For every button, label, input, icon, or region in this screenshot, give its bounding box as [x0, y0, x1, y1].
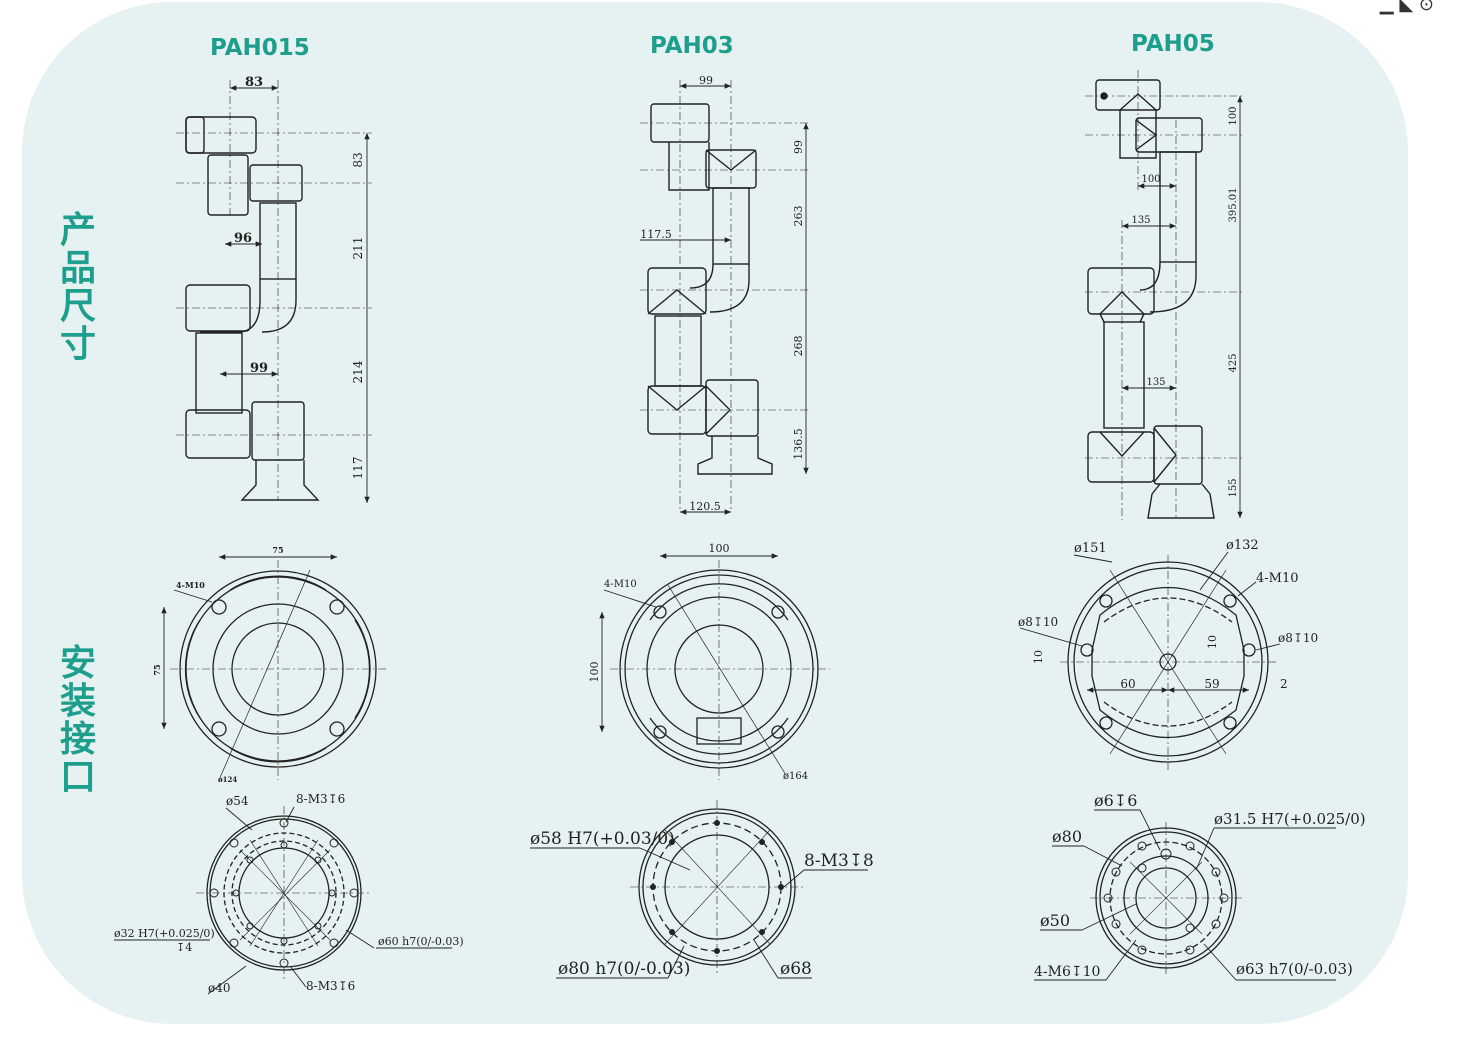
pah015-base-thread: 4-M10	[176, 580, 205, 590]
pah05-base-pin-right: ø8↧10	[1278, 631, 1318, 645]
pah015-flange-view	[196, 806, 372, 980]
pah03-flange-leaders	[530, 847, 868, 979]
pah03-flange-h7: ø58 H7(+0.03/0)	[530, 829, 675, 849]
pah03-dim-136-5: 136.5	[792, 428, 805, 460]
pah03-base-thread: 4-M10	[604, 579, 637, 590]
pah05-center-lines	[1085, 70, 1245, 520]
pah03-base-dia: ø164	[783, 771, 808, 782]
pah05-dim-395: 395.01	[1228, 188, 1239, 223]
pah05-flange-view	[1090, 822, 1244, 975]
model-title-pah03: PAH03	[650, 33, 734, 59]
pah015-flange-leaders	[114, 806, 452, 995]
pah015-base-dia: ø124	[218, 775, 237, 784]
pah015-flange-m3-top: 8-M3↧6	[296, 792, 345, 806]
pah015-base-h: 75	[152, 664, 162, 675]
section-label-dimensions: 产品尺寸	[59, 210, 96, 365]
pah05-flange-h7: ø31.5 H7(+0.025/0)	[1214, 810, 1366, 828]
pah03-dimension-lines	[640, 83, 809, 515]
pah03-flange-d68: ø68	[780, 959, 812, 979]
pah05-base-x2: 2	[1280, 677, 1288, 691]
pah05-dim-100-side: 100	[1228, 106, 1239, 125]
pah015-side-view	[185, 116, 320, 501]
pah03-dim-120-5: 120.5	[689, 500, 721, 513]
pah05-flange-d80: ø80	[1052, 827, 1082, 846]
pah05-dim-100-top: 100	[1141, 174, 1160, 185]
pah015-flange-holes	[209, 818, 359, 968]
pah03-base-view	[610, 560, 830, 780]
pah015-dim-96: 96	[234, 231, 252, 246]
pah05-base-thread: 4-M10	[1256, 571, 1299, 586]
pah03-dim-117-5: 117.5	[640, 228, 672, 241]
pah05-base-view	[1060, 555, 1276, 770]
pah015-center-lines	[176, 80, 372, 500]
model-title-pah015: PAH015	[210, 35, 310, 61]
pah05-base-dims	[1019, 551, 1281, 693]
pah05-side-view	[1087, 79, 1215, 519]
pah05-base-d151: ø151	[1074, 541, 1107, 556]
pah03-dim-268: 268	[792, 336, 805, 357]
pah03-base-h: 100	[588, 662, 601, 683]
pah05-dimension-lines	[1122, 96, 1243, 518]
pah015-flange-h7b: ø60 h7(0/-0.03)	[378, 935, 464, 948]
pah015-dim-211: 211	[351, 237, 365, 260]
pah015-dim-83-side: 83	[351, 152, 365, 167]
pah05-flange-d6: ø6↧6	[1094, 791, 1137, 810]
pah05-base-ten-left: 10	[1032, 650, 1045, 664]
pah03-dim-263: 263	[792, 206, 805, 227]
pah05-base-x59: 59	[1204, 677, 1219, 691]
pah05-flange-h7b: ø63 h7(0/-0.03)	[1236, 960, 1353, 978]
pah05-base-ten-right: 10	[1206, 635, 1219, 649]
pah015-base-view	[170, 560, 386, 781]
pah05-dim-135-a: 135	[1131, 215, 1150, 226]
pah015-flange-m3-bottom: 8-M3↧6	[306, 979, 355, 993]
model-title-pah05: PAH05	[1131, 31, 1215, 57]
pah05-flange-leaders	[1034, 809, 1336, 981]
pah05-base-d132: ø132	[1226, 538, 1259, 553]
pah03-dim-99-top: 99	[699, 74, 713, 87]
pah015-base-w: 75	[272, 545, 283, 555]
pah015-flange-h7: ø32 H7(+0.025/0)	[114, 927, 215, 940]
pah015-dim-214: 214	[351, 360, 365, 383]
pah03-center-lines	[640, 80, 810, 510]
pah03-base-w: 100	[709, 542, 730, 555]
pah05-flange-m6: 4-M6↧10	[1034, 964, 1100, 980]
pah015-dimension-lines	[220, 85, 370, 503]
pah05-dim-135-b: 135	[1146, 377, 1165, 388]
pah05-base-pin-left: ø8↧10	[1018, 615, 1058, 629]
pah015-flange-depth: ↧4	[176, 941, 192, 954]
pah03-side-view	[647, 103, 773, 475]
pah015-flange-d54: ø54	[226, 794, 249, 808]
pah05-dim-425: 425	[1228, 353, 1239, 372]
pah05-flange-d50: ø50	[1040, 911, 1070, 930]
pah03-flange-h7b: ø80 h7(0/-0.03)	[558, 959, 690, 979]
pah015-dim-99: 99	[250, 361, 268, 376]
pah05-dim-155: 155	[1228, 478, 1239, 497]
section-label-mounting: 安装接口	[59, 643, 96, 798]
pah03-flange-m3: 8-M3↧8	[804, 851, 874, 871]
pah05-flange-holes	[1103, 841, 1229, 955]
pah015-dim-83-top: 83	[245, 75, 263, 90]
pah03-base-dims	[599, 553, 778, 732]
pah05-base-x60: 60	[1120, 677, 1135, 691]
corner-icon: ▁ ◣ ⊙	[1379, 0, 1434, 15]
pah03-dim-99-side: 99	[792, 140, 805, 154]
pah03-flange-holes	[650, 820, 784, 954]
pah015-flange-d40: ø40	[208, 981, 231, 995]
pah015-dim-117: 117	[351, 457, 365, 480]
pah015-base-dims	[161, 554, 337, 729]
